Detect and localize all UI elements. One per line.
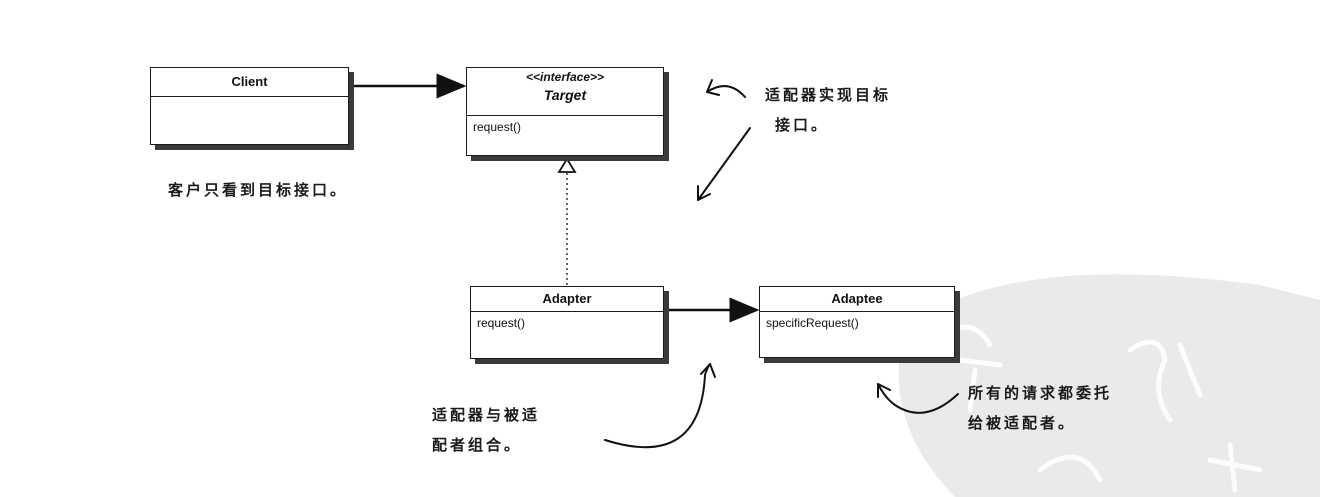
adaptee-method: specificRequest(): [766, 316, 859, 330]
composition-line1: 适配器与被适: [432, 406, 541, 424]
note-arrow-impl-curve: [706, 85, 746, 98]
note-arrow-impl-down: [697, 127, 751, 201]
client-class-name: Client: [151, 68, 348, 97]
target-class-name: Target: [543, 87, 587, 103]
client-note: 客户只看到目标接口。: [168, 181, 349, 199]
realization-triangle-icon: [557, 157, 577, 173]
adaptee-class-name: Adaptee: [760, 287, 954, 312]
adapter-method: request(): [477, 316, 526, 330]
composition-line2: 配者组合。: [432, 436, 523, 454]
delegation-line1: 所有的请求都委托: [968, 384, 1113, 402]
note-arrow-delegation: [877, 383, 959, 414]
adaptee-class-box: Adaptee specificRequest(): [759, 286, 955, 358]
adapter-implements-note: 适配器实现目标 接口。: [765, 80, 891, 140]
composition-note: 适配器与被适 配者组合。: [432, 400, 540, 460]
client-class-body: [151, 97, 348, 105]
adapter-implements-line2: 接口。: [775, 116, 830, 134]
adapter-implements-line1: 适配器实现目标: [765, 86, 892, 104]
target-method: request(): [473, 120, 522, 134]
target-interface-box: <<interface>> Target request(): [466, 67, 664, 156]
note-arrow-composition: [604, 363, 711, 449]
client-class-box: Client: [150, 67, 349, 145]
adapter-class-box: Adapter request(): [470, 286, 664, 359]
delegation-note: 所有的请求都委托 给被适配者。: [968, 378, 1112, 438]
adapter-class-name: Adapter: [471, 287, 663, 312]
target-stereotype: <<interface>>: [525, 70, 605, 84]
delegation-line2: 给被适配者。: [968, 414, 1077, 432]
